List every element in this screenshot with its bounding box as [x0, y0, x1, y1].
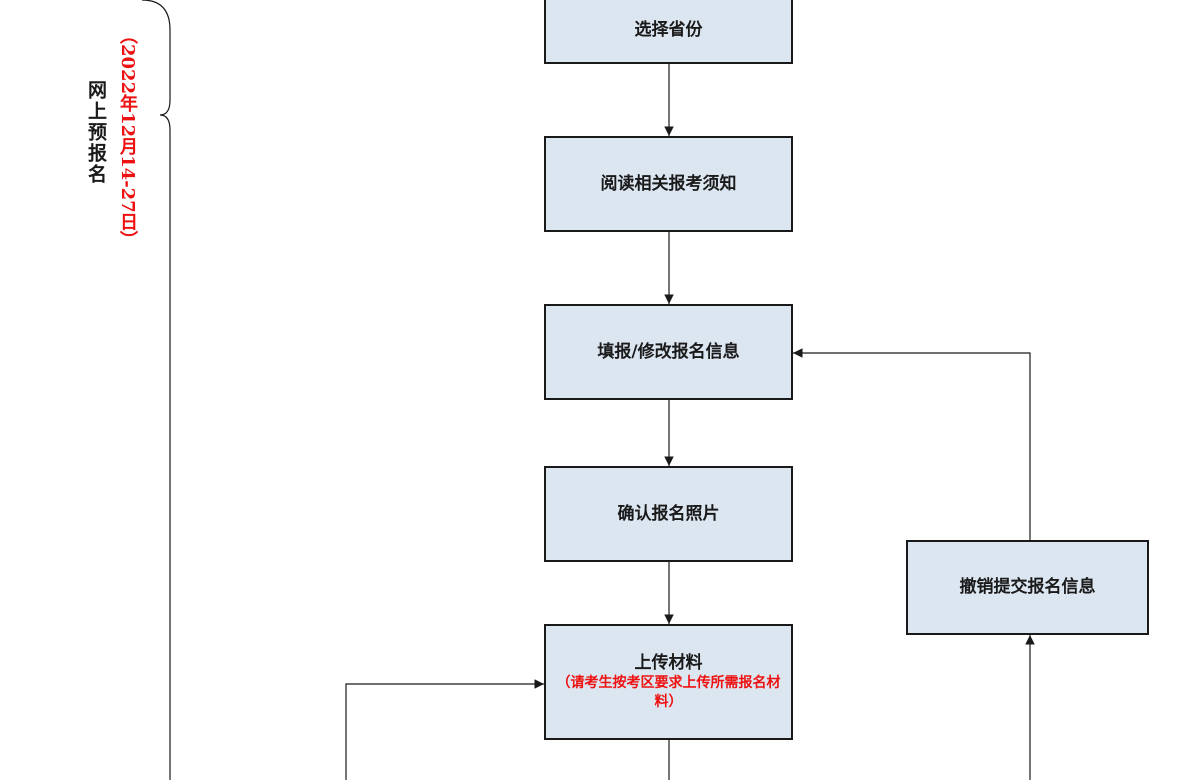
- arrow-loop-to-upload: [345, 679, 544, 780]
- node-fill-info-label: 填报/修改报名信息: [597, 341, 740, 362]
- phase-label: 网上预报名: [85, 80, 107, 185]
- arrow-revoke-to-fill: [793, 348, 1031, 540]
- node-fill-info: 填报/修改报名信息: [544, 304, 793, 400]
- phase-brace: [141, 0, 171, 780]
- node-read-notice: 阅读相关报考须知: [544, 136, 793, 232]
- node-upload-materials-label: 上传材料: [634, 653, 703, 674]
- node-read-notice-label: 阅读相关报考须知: [600, 173, 737, 194]
- node-upload-note: （请考生按考区要求上传所需报名材料）: [556, 675, 781, 711]
- node-revoke-submission: 撤销提交报名信息: [906, 540, 1149, 635]
- node-upload-materials: 上传材料 （请考生按考区要求上传所需报名材料）: [544, 624, 793, 740]
- node-confirm-photo-label: 确认报名照片: [617, 503, 720, 524]
- node-select-province-label: 选择省份: [634, 19, 703, 40]
- node-revoke-submission-label: 撤销提交报名信息: [959, 577, 1096, 598]
- phase-date: （2022年12月14-27日）: [117, 26, 138, 249]
- node-select-province: 选择省份: [544, 0, 793, 64]
- node-confirm-photo: 确认报名照片: [544, 466, 793, 562]
